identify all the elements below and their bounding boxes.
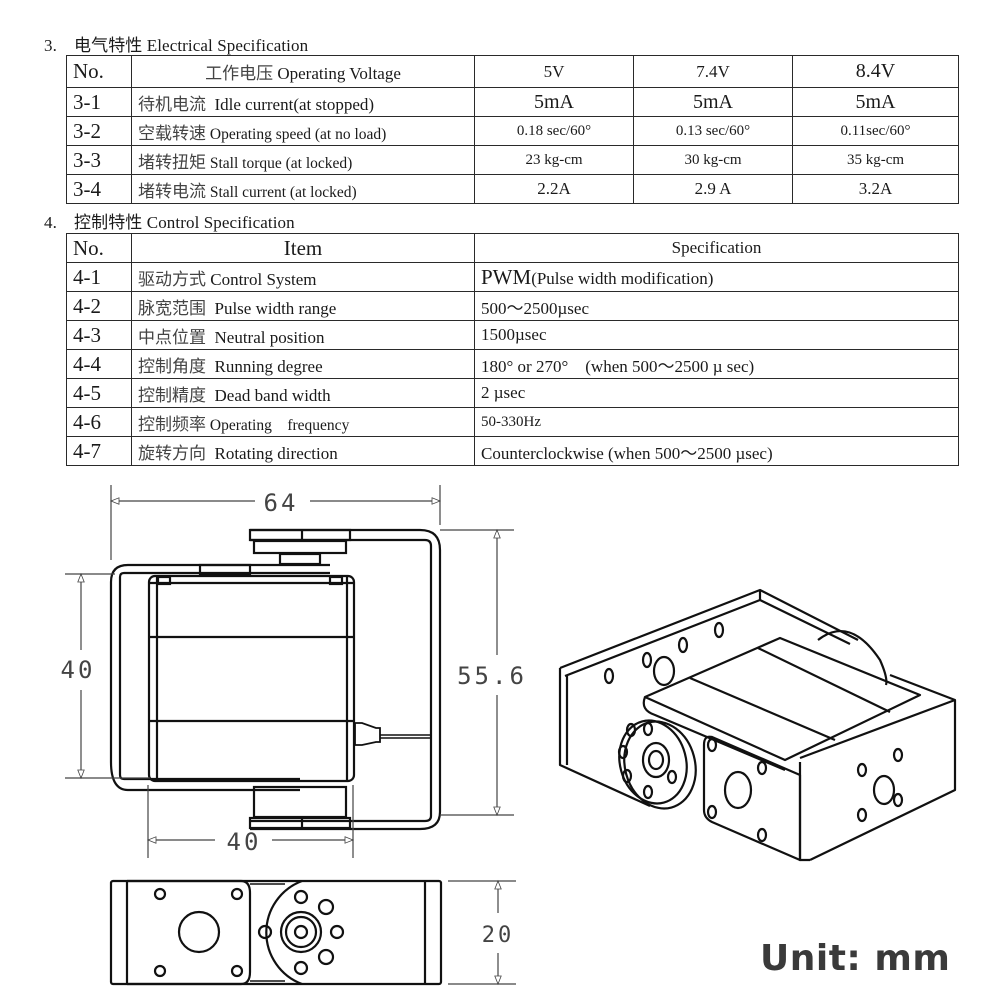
electrical-section-title: 3. 电气特性 Electrical Specification [44,31,308,56]
dimension-depth: 20 [482,923,515,948]
table-row: 3-2 空载转速 Operating speed (at no load) 0.… [66,116,959,146]
section-number: 3. [44,36,57,55]
isometric-view-drawing [558,588,957,862]
row-value-5v: 0.18 sec/60° [474,116,634,146]
table-header-row: No. 工作电压 Operating Voltage 5V 7.4V 8.4V [66,55,959,88]
header-voltage-7-4v: 7.4V [633,55,793,88]
table-row: 4-1 驱动方式 Control System PWM(Pulse width … [66,262,959,292]
row-no: 4-2 [66,291,132,321]
table-row: 3-4 堵转电流 Stall current (at locked) 2.2A … [66,174,959,204]
table-row: 3-3 堵转扭矩 Stall torque (at locked) 23 kg-… [66,145,959,175]
row-value-5v: 23 kg-cm [474,145,634,175]
row-value-8-4v: 35 kg-cm [792,145,959,175]
row-value-7-4v: 30 kg-cm [633,145,793,175]
row-value-5v: 5mA [474,87,634,117]
top-view-drawing [109,879,443,986]
header-item: Item [131,233,475,263]
section-title-text: 控制特性 Control Specification [74,213,295,232]
row-no: 3-4 [66,174,132,204]
row-no: 4-6 [66,407,132,437]
row-item: 空载转速 Operating speed (at no load) [131,116,475,146]
control-section-title: 4. 控制特性 Control Specification [44,208,295,233]
row-value-5v: 2.2A [474,174,634,204]
section-number: 4. [44,213,57,232]
table-row: 4-5 控制精度 Dead band width 2 µsec [66,378,959,408]
row-value-8-4v: 5mA [792,87,959,117]
header-specification: Specification [474,233,959,263]
row-item: 待机电流 Idle current(at stopped) [131,87,475,117]
row-spec: 2 µsec [474,378,959,408]
row-no: 3-1 [66,87,132,117]
row-spec: Counterclockwise (when 500～2500 µsec) [474,436,959,466]
row-no: 4-1 [66,262,132,292]
unit-label: Unit: mm [760,938,951,979]
row-item: 旋转方向 Rotating direction [131,436,475,466]
row-value-7-4v: 0.13 sec/60° [633,116,793,146]
row-no: 4-5 [66,378,132,408]
header-no: No. [66,55,132,88]
row-value-7-4v: 2.9 A [633,174,793,204]
row-item: 控制角度 Running degree [131,349,475,379]
row-no: 3-2 [66,116,132,146]
dimension-height-overall: 55.6 [457,662,527,690]
header-voltage-5v: 5V [474,55,634,88]
header-operating-voltage: 工作电压 Operating Voltage [131,55,475,88]
row-item: 堵转扭矩 Stall torque (at locked) [131,145,475,175]
table-row: 4-2 脉宽范围 Pulse width range 500～2500µsec [66,291,959,321]
dimension-width-body: 40 [227,828,262,856]
row-value-8-4v: 0.11sec/60° [792,116,959,146]
table-header-row: No. Item Specification [66,233,959,263]
row-value-7-4v: 5mA [633,87,793,117]
row-spec: 180° or 270° (when 500～2500 µ sec) [474,349,959,379]
row-item: 控制精度 Dead band width [131,378,475,408]
row-item: 堵转电流 Stall current (at locked) [131,174,475,204]
header-no: No. [66,233,132,263]
row-item: 控制频率 Operating frequency [131,407,475,437]
row-no: 4-7 [66,436,132,466]
dimension-width-overall: 64 [264,489,299,517]
table-row: 3-1 待机电流 Idle current(at stopped) 5mA 5m… [66,87,959,117]
dimension-height-body: 40 [61,656,96,684]
row-spec: PWM(Pulse width modification) [474,262,959,292]
row-item: 驱动方式 Control System [131,262,475,292]
row-no: 4-3 [66,320,132,350]
table-row: 4-4 控制角度 Running degree 180° or 270° (wh… [66,349,959,379]
row-item: 脉宽范围 Pulse width range [131,291,475,321]
row-no: 4-4 [66,349,132,379]
table-row: 4-7 旋转方向 Rotating direction Counterclock… [66,436,959,466]
row-value-8-4v: 3.2A [792,174,959,204]
row-no: 3-3 [66,145,132,175]
electrical-spec-table: No. 工作电压 Operating Voltage 5V 7.4V 8.4V … [66,55,959,204]
table-row: 4-3 中点位置 Neutral position 1500µsec [66,320,959,350]
front-view-drawing [109,528,442,831]
section-title-text: 电气特性 Electrical Specification [74,36,309,55]
row-item: 中点位置 Neutral position [131,320,475,350]
row-spec: 500～2500µsec [474,291,959,321]
top-view-dimensions [448,879,516,986]
control-spec-table: No. Item Specification 4-1 驱动方式 Control … [66,233,959,466]
row-spec: 1500µsec [474,320,959,350]
front-view-dimensions [65,485,514,858]
header-voltage-8-4v: 8.4V [792,55,959,88]
table-row: 4-6 控制频率 Operating frequency 50-330Hz [66,407,959,437]
row-spec: 50-330Hz [474,407,959,437]
